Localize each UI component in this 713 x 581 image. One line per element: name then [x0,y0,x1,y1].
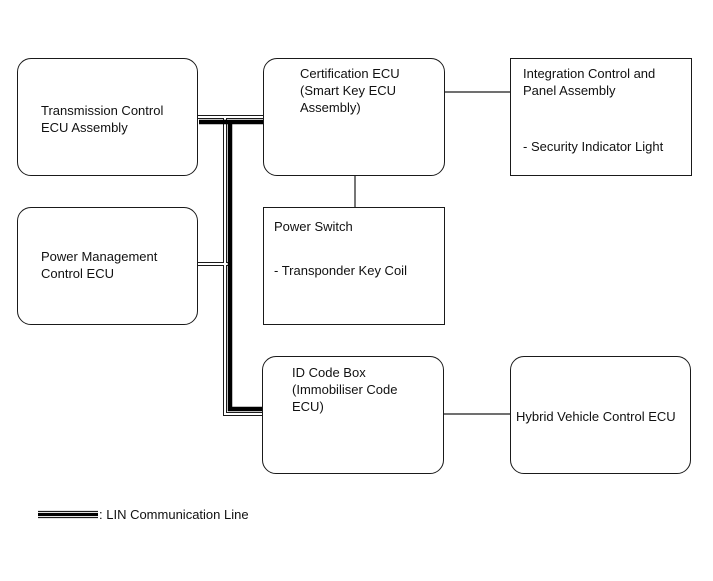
power-switch-title: Power Switch [274,219,353,234]
power-switch-box [263,207,445,325]
certification-ecu-label: Certification ECU (Smart Key ECU Assembl… [300,66,400,115]
transmission-control-ecu-label: Transmission Control ECU Assembly [41,103,164,135]
lin-bus-thick [199,119,264,412]
integration-control-panel-box [510,58,692,176]
power-management-ecu-box [17,207,198,325]
integration-control-panel-title: Integration Control and Panel Assembly [523,66,656,98]
certification-ecu-box [263,58,445,176]
legend-lin-label: : LIN Communication Line [99,507,249,522]
lin-bus-inner-gap [197,116,264,415]
power-switch-item: - Transponder Key Coil [274,263,407,278]
transmission-control-ecu-box [17,58,198,176]
integration-control-panel-item: - Security Indicator Light [523,139,664,154]
power-management-ecu-label: Power Management Control ECU [41,249,158,281]
legend-lin-swatch [38,510,98,519]
hybrid-vehicle-ecu-label: Hybrid Vehicle Control ECU [516,409,676,424]
id-code-box-label: ID Code Box (Immobiliser Code ECU) [292,365,398,414]
hybrid-vehicle-ecu-box [510,356,691,474]
id-code-box [262,356,444,474]
